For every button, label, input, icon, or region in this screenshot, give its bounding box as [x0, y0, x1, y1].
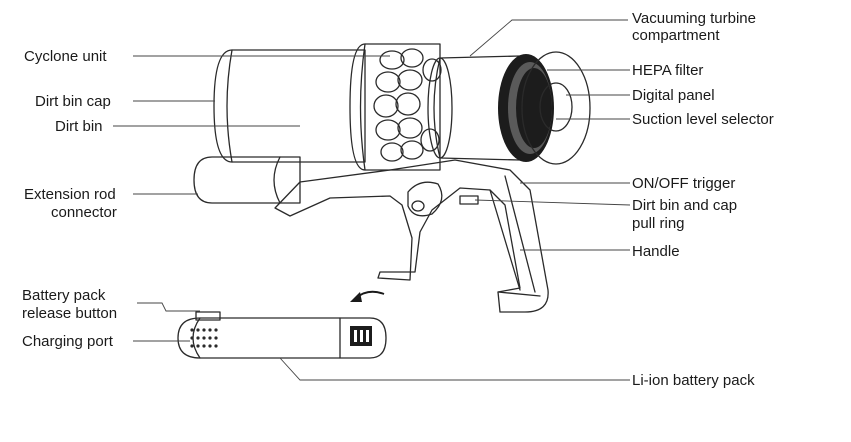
label-extension-rod-connector-2: connector: [51, 204, 117, 221]
label-dirt-bin-cap: Dirt bin cap: [35, 93, 111, 110]
end-cap: [521, 51, 591, 165]
leader-lines: [113, 19, 631, 381]
battery-illustration: [177, 290, 387, 359]
label-turbine-compartment-2: compartment: [632, 27, 720, 44]
label-cyclone-unit: Cyclone unit: [24, 48, 107, 65]
label-on-off-trigger: ON/OFF trigger: [632, 175, 735, 192]
label-extension-rod-connector-1: Extension rod: [24, 186, 116, 203]
labels: Cyclone unit Dirt bin cap Dirt bin Exten…: [22, 10, 774, 389]
label-dirt-bin: Dirt bin: [55, 118, 103, 135]
release-button-shape: [195, 311, 221, 321]
label-li-ion-battery: Li-ion battery pack: [632, 372, 755, 389]
on-off-trigger-shape: [407, 181, 443, 217]
battery-body: [177, 317, 387, 359]
dirt-bin-shape: [213, 49, 366, 163]
label-handle: Handle: [632, 243, 680, 260]
pull-ring-shape: [459, 195, 479, 205]
label-digital-panel: Digital panel: [632, 87, 715, 104]
label-battery-release-button-2: release button: [22, 305, 117, 322]
label-battery-release-button-1: Battery pack: [22, 287, 106, 304]
label-turbine-compartment-1: Vacuuming turbine: [632, 10, 756, 27]
cyclone-unit-shape: [349, 43, 441, 171]
charging-port-dots: [190, 328, 218, 348]
label-dirt-bin-pull-ring-1: Dirt bin and cap: [632, 197, 737, 214]
vacuum-illustration: [193, 43, 591, 313]
label-hepa-filter: HEPA filter: [632, 62, 703, 79]
label-suction-level-selector: Suction level selector: [632, 111, 774, 128]
label-charging-port: Charging port: [22, 333, 114, 350]
battery-connector: [350, 326, 372, 346]
cyclone-lobes: [373, 48, 442, 162]
label-dirt-bin-pull-ring-2: pull ring: [632, 215, 685, 232]
turbine-compartment-shape: [433, 55, 521, 161]
extension-rod-connector-shape: [193, 156, 301, 204]
handle-frame: [274, 159, 549, 313]
hepa-filter-ring: [498, 54, 554, 162]
digital-panel-display: [539, 82, 573, 132]
